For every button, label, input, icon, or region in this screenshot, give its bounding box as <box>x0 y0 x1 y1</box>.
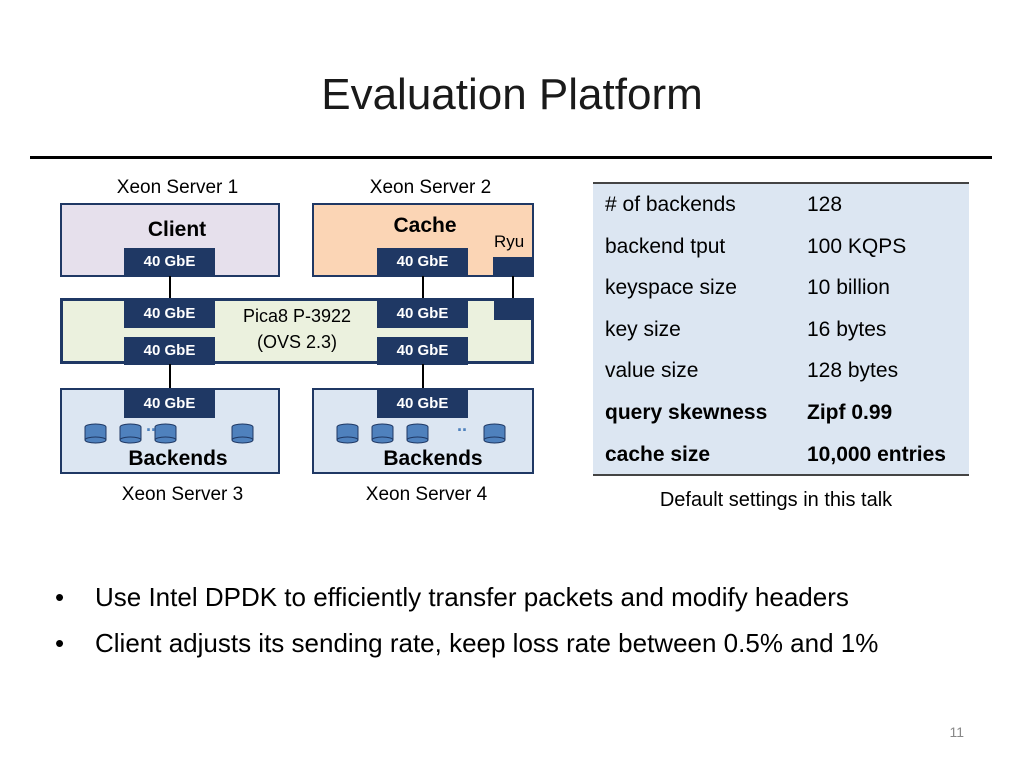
database-icon <box>336 423 359 444</box>
server2-label: Xeon Server 2 <box>369 177 492 198</box>
settings-row: backend tput 100 KQPS <box>593 235 969 277</box>
database-icon <box>483 423 506 444</box>
switch-port-top-right: 40 GbE <box>377 300 468 328</box>
switch-name: Pica8 P-3922 <box>242 306 352 326</box>
settings-row: key size 16 bytes <box>593 318 969 360</box>
server3-label: Xeon Server 3 <box>121 484 244 505</box>
settings-value: 128 <box>807 193 843 216</box>
settings-key: key size <box>605 317 681 341</box>
settings-key: cache size <box>605 442 711 466</box>
link-switch-backends-right <box>422 364 424 390</box>
cache-nic: 40 GbE <box>377 248 468 276</box>
backends-left-label: Backends <box>128 447 228 470</box>
settings-key: value size <box>605 359 699 383</box>
settings-row: cache size 10,000 entries <box>593 443 969 485</box>
link-ryu-switch <box>512 276 514 302</box>
settings-table: # of backends 128 backend tput 100 KQPS keys… <box>593 182 969 476</box>
switch-port-bottom-right: 40 GbE <box>377 337 468 365</box>
settings-key: backend tput <box>605 234 726 258</box>
bullet-text: Client adjusts its sending rate, keep lo… <box>95 628 879 658</box>
settings-value: 128 bytes <box>807 359 899 383</box>
client-nic: 40 GbE <box>124 248 215 276</box>
switch-port-top-left: 40 GbE <box>124 300 215 328</box>
backends-right-db-group <box>336 423 506 444</box>
bullet-item: • Client adjusts its sending rate, keep … <box>55 628 878 659</box>
database-icon <box>231 423 254 444</box>
settings-row: value size 128 bytes <box>593 359 969 401</box>
database-icon <box>154 423 177 444</box>
settings-value: 16 bytes <box>807 317 887 341</box>
bullet-marker: • <box>55 628 65 658</box>
settings-value: 100 KQPS <box>807 234 907 258</box>
switch-port-bottom-left: 40 GbE <box>124 337 215 365</box>
switch-version: (OVS 2.3) <box>256 332 338 352</box>
bullet-item: • Use Intel DPDK to efficiently transfer… <box>55 582 849 613</box>
slide-title: Evaluation Platform <box>321 70 703 119</box>
table-caption: Default settings in this talk <box>659 489 893 511</box>
backends-left-ellipsis: .. <box>145 415 156 435</box>
settings-row: # of backends 128 <box>593 193 969 235</box>
ryu-label: Ryu <box>494 232 525 251</box>
database-icon <box>84 423 107 444</box>
bullet-marker: • <box>55 582 65 612</box>
backends-right-ellipsis: .. <box>456 415 467 435</box>
settings-key: # of backends <box>605 193 736 216</box>
settings-key: keyspace size <box>605 276 737 300</box>
page-number: 11 <box>949 724 964 740</box>
settings-row: keyspace size 10 billion <box>593 276 969 318</box>
cache-label: Cache <box>393 214 457 237</box>
link-client-switch <box>169 276 171 300</box>
database-icon <box>371 423 394 444</box>
switch-controller-port <box>494 300 532 320</box>
link-cache-switch <box>422 276 424 300</box>
server1-label: Xeon Server 1 <box>116 177 239 198</box>
settings-value: 10,000 entries <box>807 442 946 466</box>
settings-row: query skewness Zipf 0.99 <box>593 401 969 443</box>
server4-label: Xeon Server 4 <box>365 484 488 505</box>
link-switch-backends-left <box>169 364 171 390</box>
title-divider <box>30 156 992 159</box>
database-icon <box>406 423 429 444</box>
bullet-text: Use Intel DPDK to efficiently transfer p… <box>95 582 849 612</box>
backends-right-nic: 40 GbE <box>377 390 468 418</box>
settings-value: Zipf 0.99 <box>807 401 893 424</box>
ryu-port <box>493 257 533 277</box>
database-icon <box>119 423 142 444</box>
client-label: Client <box>147 218 207 241</box>
backends-left-nic: 40 GbE <box>124 390 215 418</box>
backends-right-label: Backends <box>383 447 483 470</box>
settings-value: 10 billion <box>807 276 890 300</box>
backends-left-db-group <box>84 423 254 444</box>
settings-key: query skewness <box>605 401 768 424</box>
